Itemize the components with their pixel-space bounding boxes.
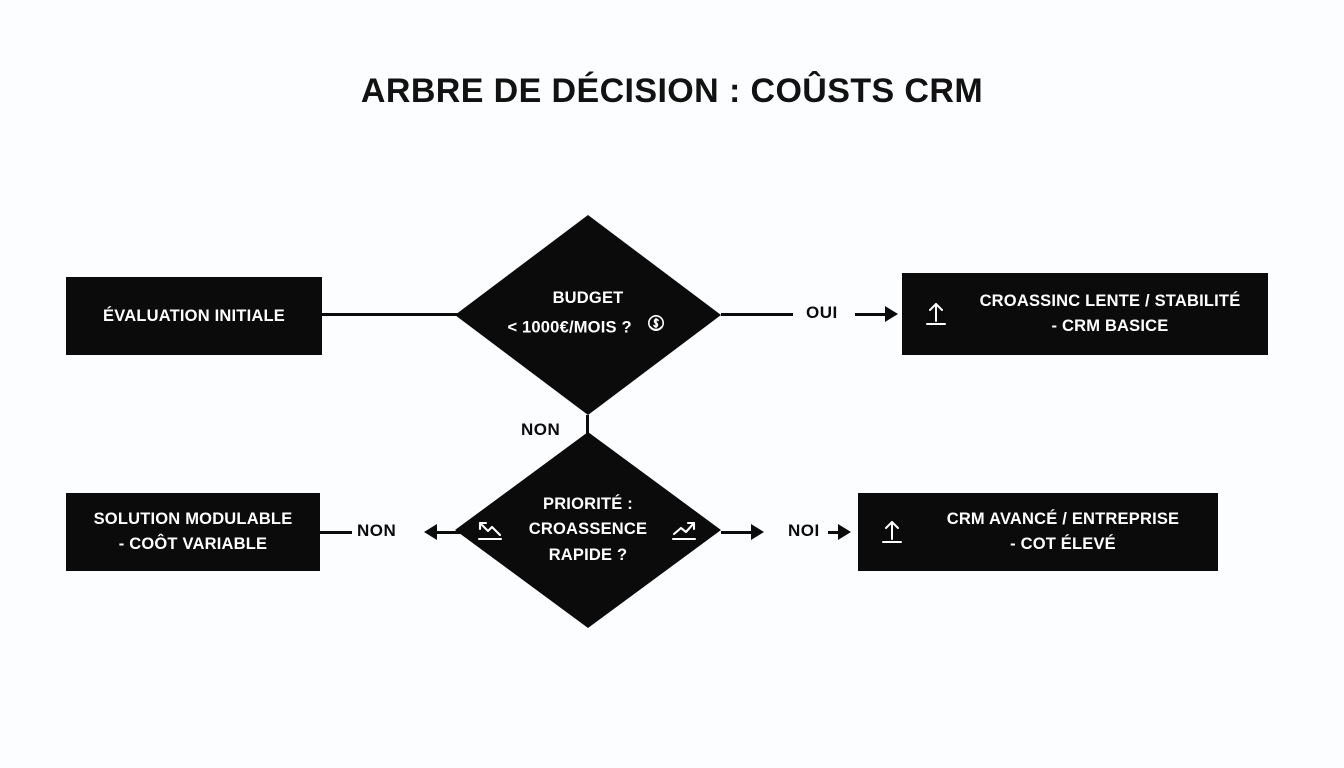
node-outcome-modular-label: SOLUTION MODULABLE - COÔT VARIABLE bbox=[66, 507, 320, 557]
diamond-shape-budget bbox=[455, 215, 721, 415]
arrow-head-priority-yes bbox=[838, 524, 851, 540]
edge-label-budget-yes: OUI bbox=[806, 303, 838, 322]
connector-priority-yes bbox=[721, 531, 751, 534]
outcome-advanced-line1: CRM AVANCÉ / ENTREPRISE bbox=[946, 510, 1180, 529]
outcome-advanced-line2: - COT ÉLEVÉ bbox=[1010, 535, 1116, 553]
node-outcome-basic[interactable]: CROASSINC LENTE / STABILITÉ - CRM BASICE bbox=[902, 273, 1268, 355]
node-evaluation-initiale-label: ÉVALUATION INITIALE bbox=[103, 306, 285, 325]
edge-label-budget-no: NON bbox=[521, 420, 561, 439]
node-outcome-advanced-label: CRM AVANCÉ / ENTREPRISE - COT ÉLEVÉ bbox=[918, 507, 1218, 557]
outcome-modular-line1: SOLUTION MODULABLE bbox=[93, 510, 293, 529]
node-decision-budget[interactable]: BUDGET < 1000€/MOIS ? bbox=[455, 215, 721, 415]
connector-priority-no-arrow-line bbox=[436, 531, 464, 534]
connector-priority-no bbox=[320, 531, 352, 534]
node-outcome-advanced[interactable]: CRM AVANCÉ / ENTREPRISE - COT ÉLEVÉ bbox=[858, 493, 1218, 571]
trend-down-icon bbox=[471, 513, 511, 547]
arrow-up-baseline-icon bbox=[872, 512, 912, 552]
edge-label-priority-yes: NOI bbox=[788, 521, 820, 540]
node-outcome-modular[interactable]: SOLUTION MODULABLE - COÔT VARIABLE bbox=[66, 493, 320, 571]
node-evaluation-initiale[interactable]: ÉVALUATION INITIALE bbox=[66, 277, 322, 355]
connector-budget-yes-arrow-line bbox=[855, 313, 887, 316]
node-outcome-basic-label: CROASSINC LENTE / STABILITÉ - CRM BASICE bbox=[962, 289, 1268, 339]
outcome-basic-line1: CROASSINC LENTE / STABILITÉ bbox=[979, 292, 1241, 311]
edge-label-priority-no: NON bbox=[357, 521, 397, 540]
node-decision-priority[interactable]: PRIORITÉ : CROASSENCE RAPIDE ? bbox=[455, 432, 721, 628]
connector-budget-yes bbox=[721, 313, 793, 316]
outcome-basic-line2: - CRM BASICE bbox=[1051, 317, 1169, 335]
page-title: ARBRE DE DÉCISION : COÛSTS CRM bbox=[360, 72, 984, 110]
arrow-head-priority-no bbox=[424, 524, 437, 540]
trend-up-icon bbox=[665, 513, 705, 547]
connector-start-to-budget bbox=[322, 313, 458, 316]
connector-priority-yes-arrow-line bbox=[828, 531, 840, 534]
connector-budget-no bbox=[586, 415, 589, 435]
outcome-modular-line2: - COÔT VARIABLE bbox=[118, 535, 268, 553]
arrow-head-priority-yes-mid bbox=[751, 524, 764, 540]
arrow-up-baseline-icon bbox=[916, 294, 956, 334]
arrow-head-budget-yes bbox=[885, 306, 898, 322]
